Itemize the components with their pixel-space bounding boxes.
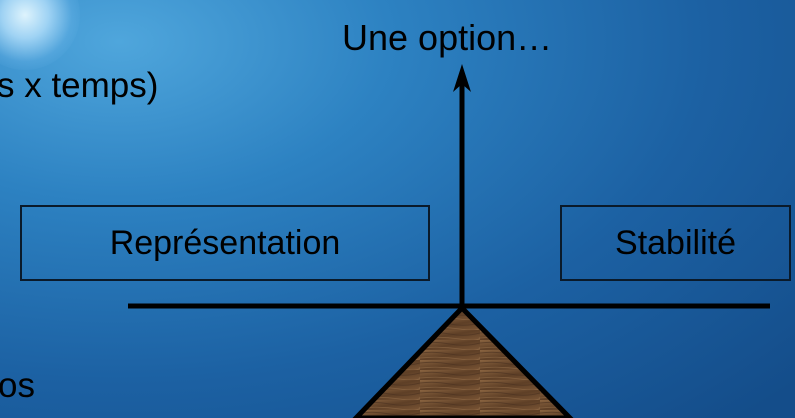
stability-box: Stabilité [560, 205, 791, 281]
stability-label: Stabilité [615, 224, 736, 262]
fulcrum-triangle [352, 304, 574, 418]
axis-label: Une option… [342, 17, 553, 58]
representation-label: Représentation [109, 224, 341, 262]
text-fragment-bottom: os [0, 366, 35, 405]
text-fragment-top: s x temps) [0, 66, 159, 105]
arrow-head-icon [453, 64, 471, 92]
representation-box: Représentation [20, 205, 430, 281]
